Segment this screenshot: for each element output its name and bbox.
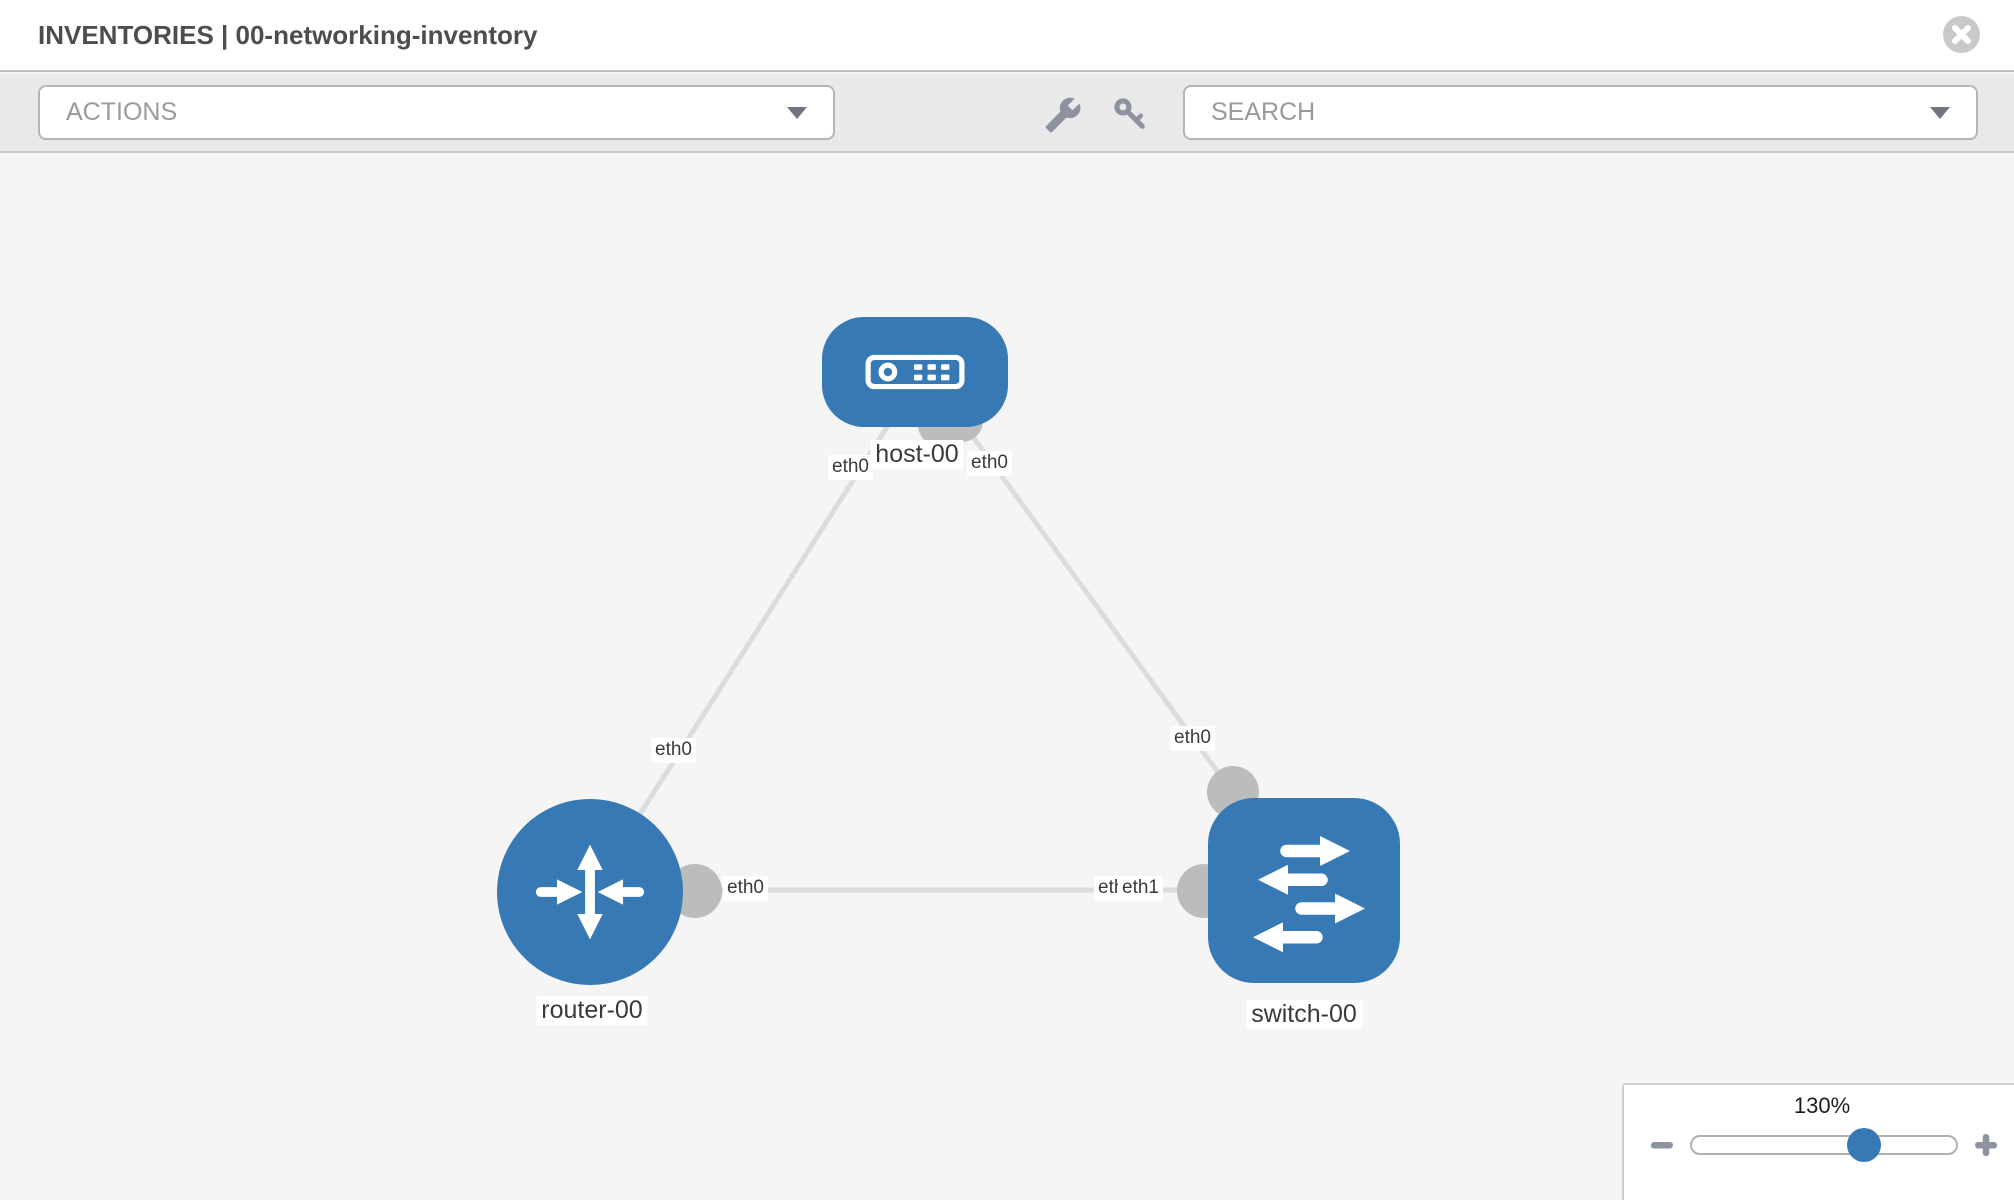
chevron-down-icon <box>1930 106 1950 119</box>
if-label-router-to-switch: eth0 <box>723 876 768 901</box>
key-button[interactable] <box>1112 96 1148 137</box>
if-label-host-to-switch: eth0 <box>967 451 1012 476</box>
chevron-down-icon <box>787 106 807 119</box>
switch-icon <box>1252 835 1366 952</box>
search-dropdown[interactable]: SEARCH <box>1183 85 1978 140</box>
if-label-router-to-host: eth0 <box>651 738 696 763</box>
actions-dropdown[interactable]: ACTIONS <box>38 85 835 140</box>
if-label-host-to-router: eth0 <box>828 455 873 480</box>
zoom-out-button[interactable] <box>1648 1131 1676 1164</box>
wrench-icon <box>1045 97 1081 133</box>
close-icon <box>1952 25 1971 44</box>
header-bar: INVENTORIES | 00-networking-inventory <box>0 0 2014 72</box>
minus-icon <box>1651 1142 1673 1149</box>
page-title: INVENTORIES | 00-networking-inventory <box>38 20 538 50</box>
node-label-host: host-00 <box>870 440 964 469</box>
node-switch-00[interactable] <box>1208 798 1400 983</box>
zoom-in-button[interactable] <box>1972 1131 2000 1164</box>
wrench-button[interactable] <box>1044 96 1082 139</box>
if-label-switch-to-host: eth0 <box>1170 726 1215 751</box>
zoom-level-value: 130% <box>1793 1093 1851 1118</box>
node-host-00[interactable] <box>822 317 1008 427</box>
router-icon <box>535 844 645 940</box>
search-placeholder: SEARCH <box>1211 98 1316 126</box>
node-label-router: router-00 <box>536 996 648 1025</box>
close-button[interactable] <box>1943 16 1980 53</box>
node-label-switch: switch-00 <box>1246 1000 1362 1029</box>
key-icon <box>1114 98 1145 129</box>
node-router-00[interactable] <box>497 799 683 985</box>
zoom-control-panel: 130% <box>1622 1083 2014 1200</box>
plus-icon <box>1975 1134 1997 1156</box>
zoom-slider[interactable] <box>1690 1128 1958 1162</box>
if-label-switch-eth1: eth1 <box>1118 876 1163 901</box>
toolbar: ACTIONS SEARCH <box>0 74 2014 153</box>
zoom-slider-thumb[interactable] <box>1847 1128 1881 1162</box>
actions-dropdown-label: ACTIONS <box>66 98 178 126</box>
host-icon <box>865 354 965 390</box>
